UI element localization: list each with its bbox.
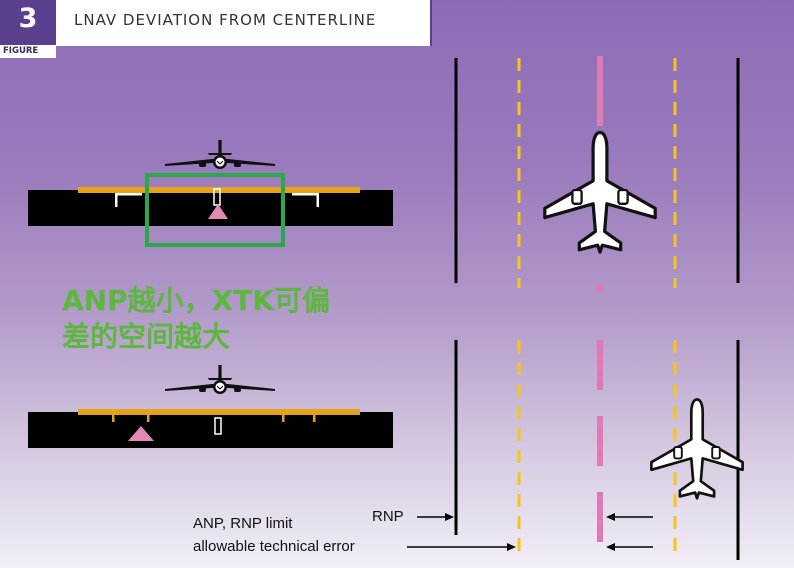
deviation-bar-bottom [28,412,393,448]
aircraft-triangle-bottom [128,426,154,441]
rnp-label: RNP [372,508,404,525]
centerline-index-bottom [214,417,222,435]
annotation-text: ANP越小，XTK可偏 差的空间越大 [62,283,330,355]
anp-rnp-limit-label: ANP, RNP limit [193,515,293,532]
figure-number: 3 [0,0,56,46]
centerline-index-top [213,188,221,206]
front-aircraft-icon-top [164,139,276,170]
deviation-bar-top [28,190,393,226]
figure-title: LNAV DEVIATION FROM CENTERLINE [56,0,432,46]
limit-markers-bottom [112,412,316,422]
limit-markers-top [115,193,319,207]
aircraft-icon-top [543,130,657,254]
aircraft-triangle-top [208,204,228,219]
bar-trim-bottom [78,409,360,415]
annotation-line-1: ANP越小，XTK可偏 [62,284,331,317]
bar-trim-top [78,187,360,193]
aircraft-icon-bottom [650,398,744,500]
label-arrows [407,513,653,551]
figure-word: FIGURE [0,45,56,58]
deviation-indicator-bottom [28,409,393,448]
annotation-line-2: 差的空间越大 [62,320,231,353]
front-aircraft-icon-bottom [164,364,276,395]
deviation-indicator-top [28,173,393,247]
highlight-box [145,173,285,247]
allowable-error-label: allowable technical error [193,538,355,555]
